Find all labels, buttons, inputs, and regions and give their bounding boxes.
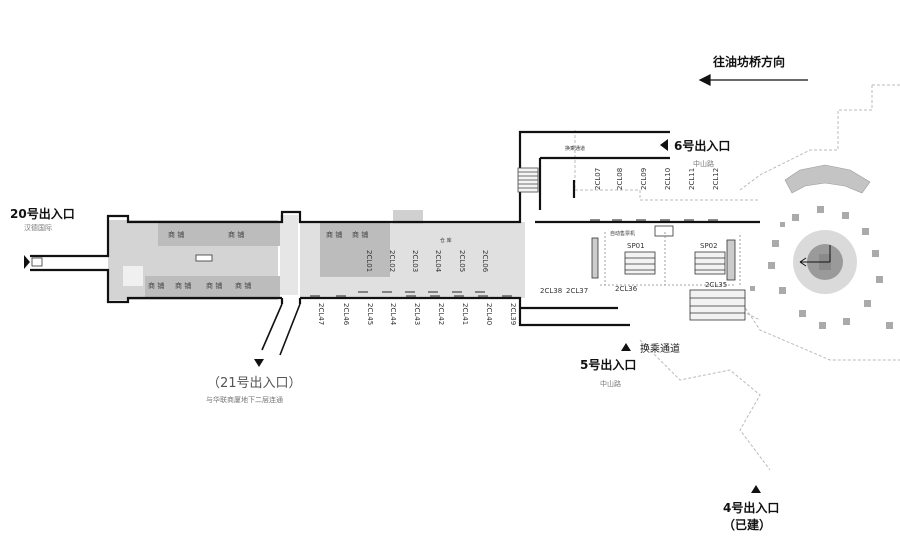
exit20-marker-icon: [24, 255, 30, 269]
column-code: 2CL04: [434, 250, 442, 273]
column-code: 2CL39: [509, 303, 517, 325]
hall-equipment: [31, 225, 746, 321]
column-code: 2CL47: [317, 303, 325, 325]
shop-label: 商 铺: [175, 281, 191, 290]
column-code: 2CL45: [366, 303, 374, 325]
exit5-name: 5号出入口: [580, 357, 636, 372]
column-code: 2CL36: [615, 285, 638, 293]
exit4-marker-icon: [751, 485, 761, 493]
exit21-name: （21号出入口）: [207, 376, 302, 391]
shop-label: 商 铺: [235, 281, 251, 290]
exit21-marker-icon: [254, 359, 264, 367]
exit4-name: 4号出入口: [723, 500, 779, 515]
column-code: 2CL07: [594, 168, 602, 190]
column-code: 2CL03: [411, 250, 419, 272]
column-code: 2CL09: [640, 168, 648, 190]
surrounding-outline: [574, 84, 900, 471]
column-ticks: [310, 219, 718, 297]
exit6-name: 6号出入口: [674, 138, 730, 153]
direction-label: 往油坊桥方向: [713, 54, 785, 69]
storage-label: 仓 库: [440, 237, 452, 244]
shop-label: 商 铺: [206, 281, 222, 290]
column-code: 2CL43: [413, 303, 421, 325]
column-code: 2CL05: [458, 250, 466, 272]
exit20-sub: 汉德国际: [24, 223, 52, 232]
shop-label: 商 铺: [148, 281, 164, 290]
fare-gate-lines: [600, 232, 741, 286]
escalator-label-sp01: SP01: [627, 242, 645, 250]
column-code: 2CL44: [389, 303, 397, 326]
exit20-name: 20号出入口: [10, 206, 75, 221]
column-code: 2CL40: [485, 303, 493, 325]
column-code: 2CL35: [705, 281, 727, 289]
transfer-arrow-icon: [799, 245, 831, 267]
station-walls: [30, 130, 760, 327]
column-code: 2CL08: [616, 168, 624, 190]
column-code: 2CL38: [540, 287, 562, 295]
exit4-sub: （已建）: [723, 517, 771, 532]
shop-label: 商 铺: [352, 230, 368, 239]
rotunda: [750, 164, 893, 329]
ticket-machine-label: 自动售票机: [610, 230, 635, 237]
column-code: 2CL01: [365, 250, 373, 272]
transfer-passage-label: 换乘通道: [640, 342, 680, 355]
column-code: 2CL02: [388, 250, 396, 272]
rotunda-pillars: [750, 206, 893, 329]
exit6-marker-icon: [660, 139, 668, 151]
corridor-fill: [108, 210, 525, 300]
column-code: 2CL12: [712, 168, 720, 190]
shop-label: 商 铺: [228, 230, 244, 239]
column-code: 2CL06: [481, 250, 489, 273]
escalator-label-sp02: SP02: [700, 242, 718, 250]
column-code: 2CL46: [342, 303, 350, 326]
column-code: 2CL41: [461, 303, 469, 325]
exit21-passage: [261, 303, 301, 356]
column-code: 2CL10: [664, 168, 672, 190]
shop-label: 商 铺: [168, 230, 184, 239]
passage-small-label: 换乘通道: [565, 145, 585, 152]
shop-label: 商 铺: [326, 230, 342, 239]
exit21-sub: 与华联商厦地下二层连通: [206, 395, 283, 404]
column-code: 2CL42: [437, 303, 445, 325]
column-code: 2CL11: [688, 168, 696, 190]
stairs-north: [517, 167, 539, 193]
direction-arrow: [698, 74, 808, 86]
exit5-marker-icon: [621, 343, 631, 351]
column-code: 2CL37: [566, 287, 588, 295]
exit5-sub: 中山路: [600, 379, 621, 388]
exit6-sub: 中山路: [693, 159, 714, 168]
